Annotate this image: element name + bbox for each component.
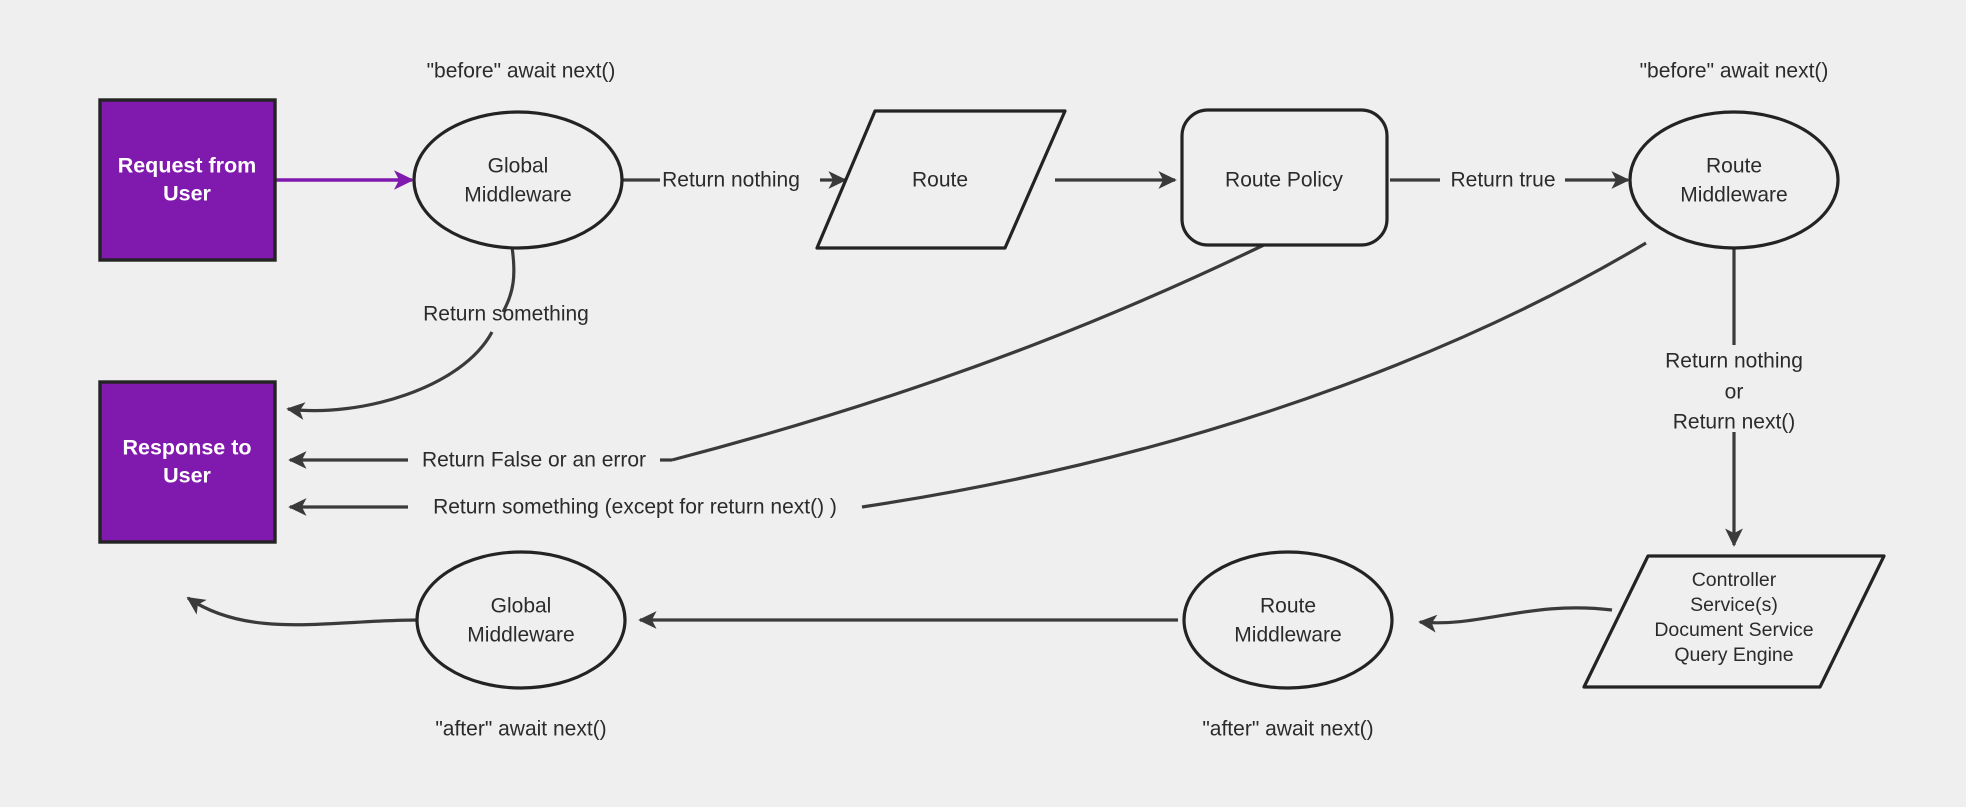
edge-label-route-mw-to-controller-line3: Return next() <box>1673 411 1796 434</box>
edge-label-route-mw-return-something: Return something (except for return next… <box>433 496 837 519</box>
annotation-before-global-middleware: "before" await next() <box>427 60 616 83</box>
route-middleware-before-shape[interactable] <box>1628 110 1840 250</box>
edge-label-policy-to-route-middleware: Return true <box>1450 169 1555 192</box>
edge-global-mw-after-to-response <box>186 596 419 627</box>
edge-label-route-mw-to-controller-line1: Return nothing <box>1665 350 1803 373</box>
edge-route-mw-return-something-right <box>861 241 1647 509</box>
edge-global-return-something-upper <box>501 246 516 313</box>
global-middleware-after-label-line2: Middleware <box>467 624 574 647</box>
edge-controller-to-route-middleware-after <box>1418 606 1613 633</box>
edge-global-return-something-lower <box>286 331 494 420</box>
controller-stack-label-line1: Controller <box>1692 569 1777 591</box>
node-response-to-user[interactable]: Response to User <box>98 380 277 544</box>
global-middleware-after-shape[interactable] <box>415 550 627 690</box>
route-middleware-after-label-line2: Middleware <box>1234 624 1341 647</box>
global-middleware-before-label-line2: Middleware <box>464 184 571 207</box>
edge-route-policy-return-false-right <box>671 241 1269 462</box>
route-shape[interactable] <box>815 109 1067 250</box>
controller-stack-label-line3: Document Service <box>1654 619 1813 641</box>
global-middleware-before-label-line1: Global <box>488 155 549 178</box>
route-middleware-after-label-line1: Route <box>1260 595 1316 618</box>
edge-label-policy-return-false: Return False or an error <box>422 449 646 472</box>
node-global-middleware-before[interactable]: Global Middleware <box>412 110 624 250</box>
global-middleware-after-label-line1: Global <box>491 595 552 618</box>
edge-label-route-mw-to-controller-line2: or <box>1725 381 1744 404</box>
request-from-user-label-line2: User <box>163 182 211 206</box>
request-from-user-label-line1: Request from <box>118 154 257 178</box>
edge-label-global-return-something: Return something <box>423 303 589 326</box>
route-middleware-before-label-line1: Route <box>1706 155 1762 178</box>
response-to-user-label-line1: Response to <box>122 436 251 460</box>
response-to-user-box[interactable] <box>98 380 277 544</box>
controller-stack-label-line2: Service(s) <box>1690 594 1778 616</box>
node-global-middleware-after[interactable]: Global Middleware <box>415 550 627 690</box>
controller-stack-label-line4: Query Engine <box>1674 644 1793 666</box>
route-middleware-after-shape[interactable] <box>1182 550 1394 690</box>
route-middleware-before-label-line2: Middleware <box>1680 184 1787 207</box>
edge-label-global-to-route: Return nothing <box>662 169 800 192</box>
request-from-user-box[interactable] <box>98 98 277 262</box>
controller-stack-shape[interactable] <box>1582 554 1886 689</box>
annotation-after-route-middleware: "after" await next() <box>1202 718 1373 741</box>
node-route-middleware-after[interactable]: Route Middleware <box>1182 550 1394 690</box>
node-controller-stack[interactable]: Controller Service(s) Document Service Q… <box>1582 554 1886 689</box>
node-request-from-user[interactable]: Request from User <box>98 98 277 262</box>
route-label: Route <box>912 169 968 192</box>
node-route-middleware-before[interactable]: Route Middleware <box>1628 110 1840 250</box>
node-route[interactable]: Route <box>815 109 1067 250</box>
annotation-before-route-middleware: "before" await next() <box>1640 60 1829 83</box>
route-policy-label: Route Policy <box>1225 169 1343 192</box>
response-to-user-label-line2: User <box>163 464 211 488</box>
annotation-after-global-middleware: "after" await next() <box>435 718 606 741</box>
node-route-policy[interactable]: Route Policy <box>1180 108 1389 247</box>
global-middleware-before-shape[interactable] <box>412 110 624 250</box>
route-policy-shape[interactable] <box>1180 108 1389 247</box>
